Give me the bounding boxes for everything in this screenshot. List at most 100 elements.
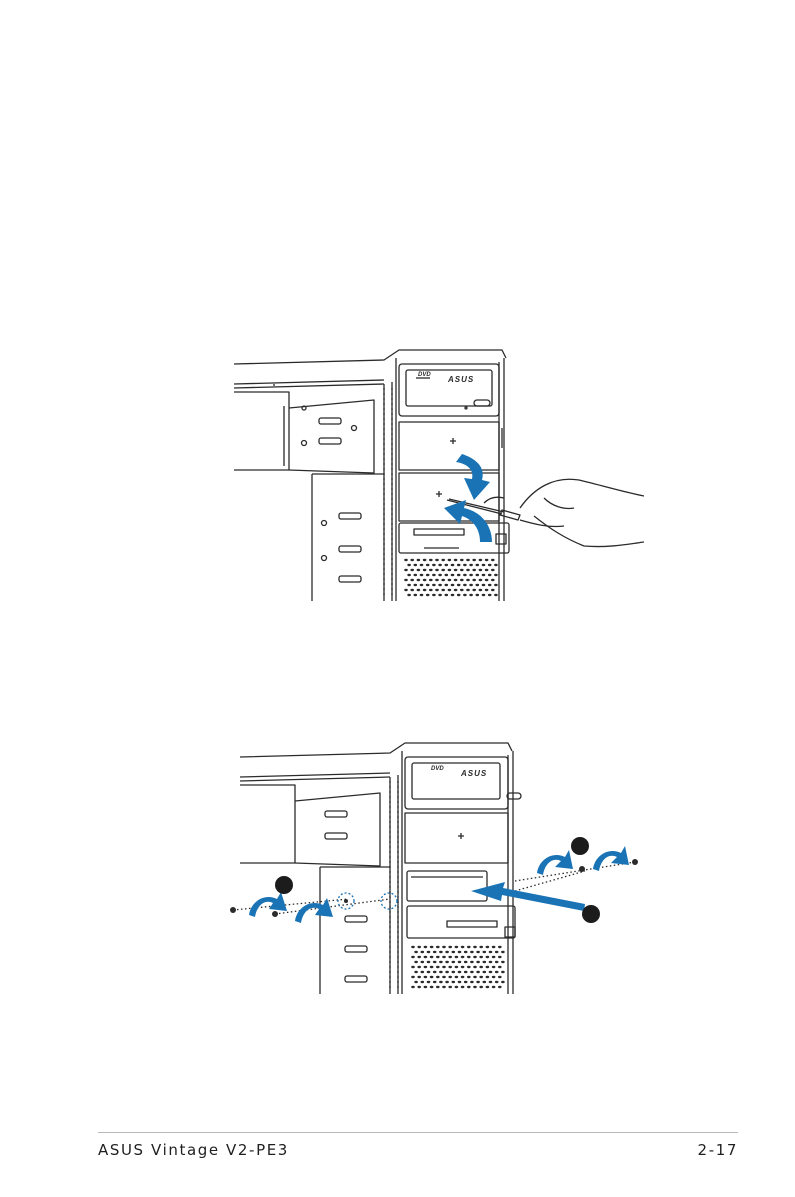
vent-hole [486, 956, 490, 958]
vent-hole [495, 951, 499, 953]
vent-hole [436, 946, 440, 948]
vent-hole [423, 569, 427, 571]
vent-hole [498, 976, 502, 978]
dvd-drive [405, 757, 521, 809]
vent-hole [432, 594, 436, 596]
vent-hole [435, 579, 439, 581]
vent-hole [417, 976, 421, 978]
vent-hole [457, 574, 461, 576]
vent-hole [421, 951, 425, 953]
vent-hole [458, 981, 462, 983]
vent-hole [498, 986, 502, 988]
vent-hole [451, 594, 455, 596]
vent-hole [414, 951, 418, 953]
vent-hole [404, 589, 408, 591]
vent-hole [430, 956, 434, 958]
vent-hole [479, 966, 483, 968]
page-number: 2-17 [698, 1141, 738, 1159]
vent-hole [423, 589, 427, 591]
vent-hole [442, 956, 446, 958]
vent-hole [436, 986, 440, 988]
vent-hole [486, 986, 490, 988]
vent-hole [473, 956, 477, 958]
vent-hole [485, 579, 489, 581]
vent-hole [470, 971, 474, 973]
vent-hole [498, 966, 502, 968]
vent-hole [442, 986, 446, 988]
vent-hole [424, 976, 428, 978]
vent-hole [435, 589, 439, 591]
frame-rivets [384, 388, 392, 598]
vent-hole [464, 951, 468, 953]
vent-hole [498, 956, 502, 958]
vent-hole [445, 594, 449, 596]
vent-hole [445, 564, 449, 566]
side-drive-cage [240, 785, 380, 866]
vent-hole [417, 579, 421, 581]
vent-hole [448, 559, 452, 561]
vent-hole [467, 976, 471, 978]
vent-hole [476, 951, 480, 953]
vent-hole [492, 986, 496, 988]
vent-hole [417, 559, 421, 561]
vent-hole [411, 966, 415, 968]
vent-hole [466, 579, 470, 581]
vent-hole [501, 951, 505, 953]
vent-hole [429, 579, 433, 581]
vent-hole [417, 966, 421, 968]
vent-hole [476, 594, 480, 596]
vent-hole [430, 966, 434, 968]
vent-hole [424, 956, 428, 958]
vent-hole [486, 966, 490, 968]
vent-hole [472, 589, 476, 591]
vent-hole [414, 961, 418, 963]
vent-hole [448, 579, 452, 581]
vent-hole [423, 579, 427, 581]
rotate-arrow-upper [456, 454, 490, 500]
vent-hole [479, 589, 483, 591]
vent-hole [479, 986, 483, 988]
vent-hole [404, 559, 408, 561]
step-marker [582, 905, 600, 923]
vent-hole [461, 956, 465, 958]
vent-hole [495, 961, 499, 963]
vent-hole [488, 574, 492, 576]
dvd-drive [399, 364, 499, 416]
vent-hole [427, 951, 431, 953]
vent-hole [466, 569, 470, 571]
vent-hole [445, 584, 449, 586]
vent-hole [420, 564, 424, 566]
vent-hole [476, 564, 480, 566]
vent-hole [448, 956, 452, 958]
vent-hole [429, 559, 433, 561]
vent-hole [427, 981, 431, 983]
vent-hole [479, 559, 483, 561]
vent-hole [432, 574, 436, 576]
vent-hole [491, 569, 495, 571]
vent-hole [411, 946, 415, 948]
vent-hole [451, 584, 455, 586]
vent-hole [414, 574, 418, 576]
dvd-format-logo: DVD [431, 766, 444, 772]
vent-hole [455, 956, 459, 958]
floppy-drive [399, 523, 509, 553]
rotate-arrow [537, 850, 573, 875]
vent-hole [455, 976, 459, 978]
vent-hole [469, 564, 473, 566]
vent-hole [458, 971, 462, 973]
vent-hole [448, 569, 452, 571]
floppy-drive [407, 906, 515, 938]
vent-hole [467, 966, 471, 968]
vent-hole [476, 981, 480, 983]
vent-hole [464, 971, 468, 973]
vent-hole [470, 981, 474, 983]
screw-icon [579, 866, 585, 872]
vent-hole [414, 584, 418, 586]
vent-hole [458, 951, 462, 953]
vent-hole [466, 559, 470, 561]
vent-hole [463, 574, 467, 576]
vent-hole [483, 951, 487, 953]
ventilation-grid [404, 559, 498, 596]
vent-hole [404, 579, 408, 581]
vent-hole [472, 559, 476, 561]
